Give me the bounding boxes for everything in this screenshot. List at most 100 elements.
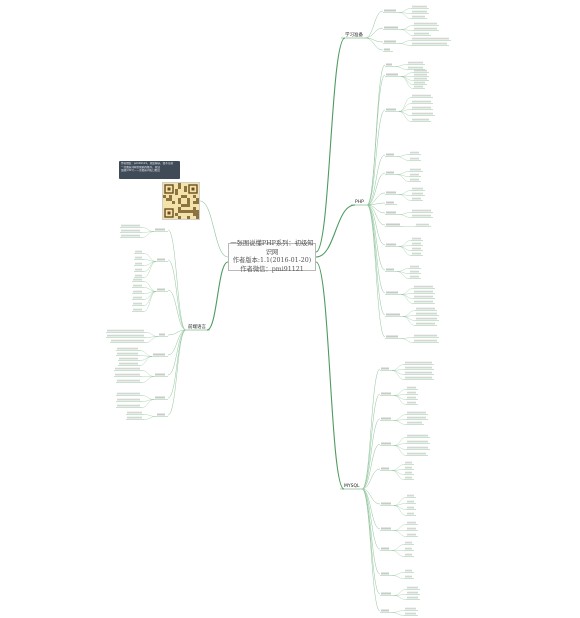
php-sub-node-text-1-1[interactable] (414, 73, 427, 76)
mysql-node-text-7[interactable] (381, 547, 389, 550)
prep-node-text-1[interactable] (384, 26, 398, 29)
front-sub-node-text-4-3[interactable] (119, 362, 138, 365)
branch-front-label[interactable]: 前端语言 (188, 323, 206, 330)
php-sub-node-text-5-2[interactable] (412, 197, 421, 200)
mysql-node-text-6[interactable] (381, 527, 391, 530)
front-sub-node-text-5-2[interactable] (117, 379, 140, 382)
front-node-text-5[interactable] (155, 373, 165, 376)
mysql-sub-node-text-2-2[interactable] (407, 421, 422, 424)
front-sub-node-text-1-4[interactable] (135, 274, 142, 277)
front-sub-node-text-3-2[interactable] (111, 339, 144, 342)
php-node-text-12[interactable] (386, 313, 400, 316)
front-sub-node-text-5-0[interactable] (115, 367, 140, 370)
front-sub-node-text-6-0[interactable] (117, 392, 140, 395)
php-sub-node-text-5-1[interactable] (412, 192, 423, 195)
front-sub-node-text-2-2[interactable] (133, 290, 142, 293)
mysql-node-text-0[interactable] (381, 367, 389, 370)
php-node-text-1[interactable] (386, 73, 398, 76)
mysql-sub-node-text-0-1[interactable] (405, 366, 432, 369)
mysql-sub-node-text-9-1[interactable] (407, 591, 418, 594)
php-sub-node-text-11-0[interactable] (414, 285, 433, 288)
php-sub-node-text-4-2[interactable] (410, 178, 419, 181)
mysql-sub-node-text-0-2[interactable] (405, 371, 432, 374)
front-sub-node-text-1-0[interactable] (135, 250, 142, 253)
mysql-sub-node-text-3-3[interactable] (407, 452, 426, 455)
mysql-sub-node-text-1-0[interactable] (407, 386, 416, 389)
php-sub-node-text-4-1[interactable] (410, 173, 419, 176)
php-sub-node-text-4-0[interactable] (410, 168, 421, 171)
mysql-sub-node-text-7-0[interactable] (405, 541, 412, 544)
front-sub-node-text-1-1[interactable] (135, 256, 142, 259)
mysql-sub-node-text-7-2[interactable] (405, 553, 412, 556)
php-sub-node-text-7-0[interactable] (412, 209, 431, 212)
branch-php-label[interactable]: PHP (355, 199, 364, 205)
php-node-text-3[interactable] (386, 153, 394, 156)
php-node-text-2[interactable] (386, 108, 396, 111)
front-sub-node-text-1-2[interactable] (135, 262, 142, 265)
php-sub-node-text-10-0[interactable] (410, 265, 419, 268)
prep-node-text-0[interactable] (384, 9, 396, 12)
mysql-sub-node-text-3-1[interactable] (407, 440, 428, 443)
php-node-text-9[interactable] (386, 243, 396, 246)
branch-mysql-label[interactable]: MYSQL (344, 483, 360, 489)
mysql-sub-node-text-9-0[interactable] (407, 586, 418, 589)
front-sub-node-text-3-1[interactable] (107, 334, 144, 337)
front-sub-node-text-0-0[interactable] (121, 224, 140, 227)
php-sub-node-text-0-1[interactable] (408, 66, 423, 69)
php-sub-node-text-7-1[interactable] (412, 214, 431, 217)
front-sub-node-text-4-0[interactable] (117, 347, 138, 350)
php-sub-node-text-12-1[interactable] (416, 312, 437, 315)
mysql-sub-node-text-4-2[interactable] (405, 471, 412, 474)
mysql-sub-node-text-5-3[interactable] (407, 512, 414, 515)
mysql-sub-node-text-4-0[interactable] (405, 461, 412, 464)
mysql-sub-node-text-0-0[interactable] (405, 361, 432, 364)
mysql-sub-node-text-2-0[interactable] (407, 411, 426, 414)
php-sub-node-text-9-3[interactable] (412, 252, 421, 255)
mysql-sub-node-text-8-0[interactable] (405, 569, 412, 572)
php-sub-node-text-12-3[interactable] (416, 322, 435, 325)
mysql-sub-node-text-3-2[interactable] (407, 446, 428, 449)
mysql-sub-node-text-1-2[interactable] (407, 396, 416, 399)
php-node-text-6[interactable] (386, 201, 394, 204)
mysql-sub-node-text-2-1[interactable] (407, 416, 426, 419)
php-sub-node-text-9-1[interactable] (412, 242, 421, 245)
central-topic[interactable]: 一张图说懂PHP系列：初级知识网 作者版本:1.1(2016-01-20) 作者… (228, 240, 316, 273)
php-sub-node-text-2-4[interactable] (412, 118, 429, 121)
mysql-sub-node-text-10-1[interactable] (405, 612, 416, 615)
front-sub-node-text-6-2[interactable] (117, 404, 140, 407)
php-sub-node-text-3-0[interactable] (410, 151, 419, 154)
mysql-sub-node-text-3-0[interactable] (407, 434, 428, 437)
php-sub-node-text-10-1[interactable] (410, 270, 419, 273)
mysql-sub-node-text-5-1[interactable] (407, 500, 414, 503)
php-sub-node-text-3-1[interactable] (410, 157, 419, 160)
mysql-sub-node-text-1-3[interactable] (407, 401, 416, 404)
prep-sub-node-text-0-2[interactable] (412, 15, 425, 18)
php-node-text-4[interactable] (386, 171, 394, 174)
php-sub-node-text-8-0[interactable] (416, 223, 429, 226)
php-sub-node-text-1-4[interactable] (414, 85, 423, 88)
php-sub-node-text-9-0[interactable] (412, 237, 421, 240)
php-sub-node-text-11-1[interactable] (414, 290, 433, 293)
front-sub-node-text-7-0[interactable] (127, 411, 142, 414)
php-sub-node-text-9-2[interactable] (412, 247, 421, 250)
front-node-text-1[interactable] (157, 258, 165, 261)
prep-node-text-2[interactable] (384, 40, 396, 43)
mysql-sub-node-text-4-3[interactable] (405, 476, 412, 479)
front-sub-node-text-2-0[interactable] (133, 278, 142, 281)
front-sub-node-text-0-2[interactable] (121, 234, 140, 237)
front-sub-node-text-5-1[interactable] (115, 373, 140, 376)
mysql-sub-node-text-1-1[interactable] (407, 391, 416, 394)
mysql-sub-node-text-6-2[interactable] (407, 533, 416, 536)
php-sub-node-text-13-0[interactable] (414, 334, 437, 337)
front-node-text-3[interactable] (159, 333, 165, 336)
php-sub-node-text-2-3[interactable] (412, 112, 433, 115)
prep-sub-node-text-2-0[interactable] (412, 37, 449, 40)
front-sub-node-text-4-2[interactable] (119, 357, 138, 360)
php-node-text-11[interactable] (386, 291, 398, 294)
php-node-text-5[interactable] (386, 191, 396, 194)
php-sub-node-text-0-0[interactable] (408, 61, 423, 64)
branch-prep-label[interactable]: 学习准备 (345, 31, 363, 38)
php-sub-node-text-13-1[interactable] (414, 339, 437, 342)
mysql-sub-node-text-0-3[interactable] (405, 376, 432, 379)
front-node-text-0[interactable] (155, 228, 165, 231)
